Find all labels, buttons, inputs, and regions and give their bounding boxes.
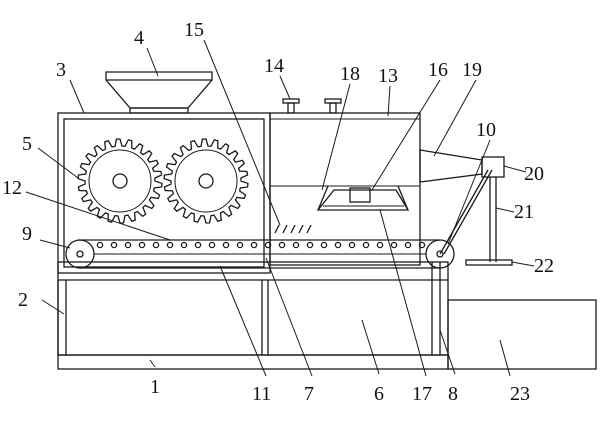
label-12: 12 — [2, 177, 22, 199]
label-14: 14 — [264, 55, 284, 77]
label-4: 4 — [134, 27, 144, 49]
sieve-slats — [274, 224, 312, 234]
conveyor-roller — [418, 241, 426, 249]
conveyor-roller — [96, 241, 104, 249]
separation-tray — [316, 185, 410, 211]
label-17: 17 — [412, 383, 432, 405]
lower-cabinet — [57, 261, 449, 356]
conveyor-roller — [334, 241, 342, 249]
conveyor-roller — [222, 241, 230, 249]
conveyor-roller — [278, 241, 286, 249]
conveyor-roller — [376, 241, 384, 249]
conveyor-belt — [65, 169, 493, 269]
label-5: 5 — [22, 133, 32, 155]
conveyor-roller — [138, 241, 146, 249]
base-frame — [57, 262, 449, 370]
conveyor-roller — [236, 241, 244, 249]
conveyor-roller — [292, 241, 300, 249]
callout-labels: 1 2 3 4 5 6 7 8 9 10 11 12 13 14 15 16 1… — [2, 19, 554, 405]
conveyor-roller — [264, 241, 272, 249]
conveyor-roller — [180, 241, 188, 249]
top-valves — [282, 98, 342, 114]
processing-chamber — [269, 112, 421, 266]
conveyor-roller — [320, 241, 328, 249]
conveyor-rollers — [96, 241, 426, 249]
mixing-blade — [465, 259, 513, 266]
gear-left — [77, 138, 163, 224]
label-8: 8 — [448, 383, 458, 405]
label-19: 19 — [462, 59, 482, 81]
conveyor-roller — [362, 241, 370, 249]
drive-roller-left — [65, 239, 95, 269]
label-1: 1 — [150, 376, 160, 398]
conveyor-roller — [208, 241, 216, 249]
label-18: 18 — [340, 63, 360, 85]
fan-motor — [481, 156, 505, 178]
collection-bin — [447, 299, 597, 370]
label-22: 22 — [534, 255, 554, 277]
label-10: 10 — [476, 119, 496, 141]
gear-right — [163, 138, 249, 224]
leader-lines — [25, 39, 535, 377]
label-6: 6 — [374, 383, 384, 405]
conveyor-roller — [306, 241, 314, 249]
label-16: 16 — [428, 59, 448, 81]
label-23: 23 — [510, 383, 530, 405]
conveyor-roller — [166, 241, 174, 249]
label-2: 2 — [18, 289, 28, 311]
label-7: 7 — [304, 383, 314, 405]
conveyor-roller — [152, 241, 160, 249]
label-15: 15 — [184, 19, 204, 41]
label-13: 13 — [378, 65, 398, 87]
label-9: 9 — [22, 223, 32, 245]
label-3: 3 — [56, 59, 66, 81]
label-20: 20 — [524, 163, 544, 185]
conveyor-roller — [390, 241, 398, 249]
conveyor-roller — [404, 241, 412, 249]
conveyor-roller — [194, 241, 202, 249]
conveyor-roller — [250, 241, 258, 249]
conveyor-roller — [110, 241, 118, 249]
crushing-gears — [77, 138, 249, 224]
conveyor-roller — [348, 241, 356, 249]
label-21: 21 — [514, 201, 534, 223]
crushing-housing — [57, 112, 271, 274]
conveyor-roller — [124, 241, 132, 249]
label-11: 11 — [252, 383, 271, 405]
feed-hopper — [105, 71, 213, 114]
